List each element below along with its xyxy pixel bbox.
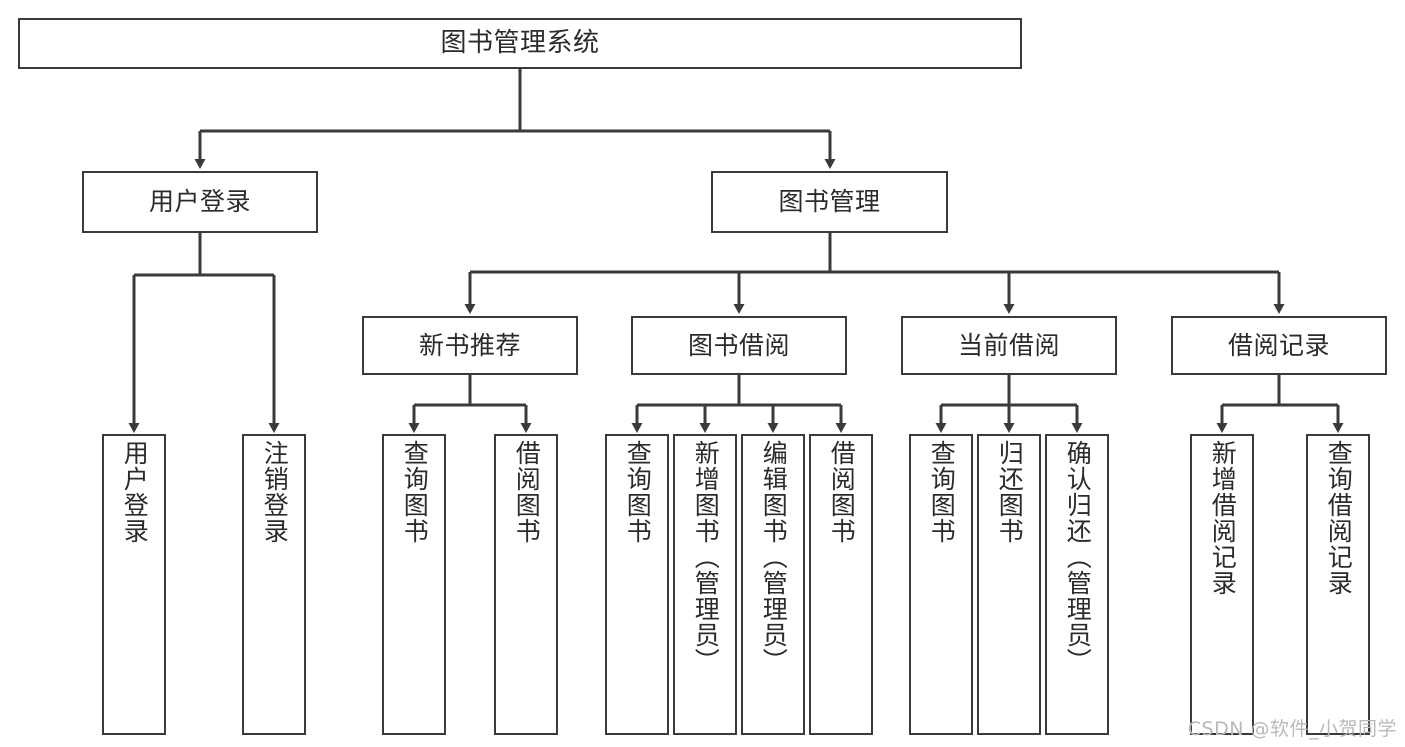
leaf-book-borrow-borrow[interactable]: 借阅图书: [809, 434, 873, 735]
leaf-user-login-logout[interactable]: 注销登录: [242, 434, 306, 735]
node-label: 查询借阅记录: [1324, 440, 1354, 596]
node-borrow-record[interactable]: 借阅记录: [1171, 316, 1387, 375]
leaf-book-borrow-add[interactable]: 新增图书（管理员）: [673, 434, 737, 735]
leaf-borrow-record-add[interactable]: 新增借阅记录: [1190, 434, 1254, 735]
node-root-system[interactable]: 图书管理系统: [18, 18, 1022, 69]
node-current-borrow[interactable]: 当前借阅: [901, 316, 1117, 375]
node-label: 确认归还（管理员）: [1063, 440, 1093, 674]
node-label: 新书推荐: [418, 330, 521, 360]
node-label: 查询图书: [400, 440, 430, 544]
leaf-user-login-login[interactable]: 用户登录: [102, 434, 166, 735]
leaf-borrow-record-query[interactable]: 查询借阅记录: [1306, 434, 1370, 735]
leaf-book-borrow-edit[interactable]: 编辑图书（管理员）: [741, 434, 805, 735]
leaf-new-book-query[interactable]: 查询图书: [382, 434, 446, 735]
node-label: 注销登录: [260, 440, 290, 544]
leaf-current-borrow-return[interactable]: 归还图书: [977, 434, 1041, 735]
leaf-current-borrow-confirm[interactable]: 确认归还（管理员）: [1045, 434, 1109, 735]
node-label: 借阅图书: [827, 440, 857, 544]
node-label: 新增借阅记录: [1208, 440, 1238, 596]
node-label: 借阅记录: [1227, 330, 1330, 360]
node-label: 图书借阅: [687, 330, 790, 360]
node-user-login[interactable]: 用户登录: [82, 171, 318, 233]
node-new-book-recommend[interactable]: 新书推荐: [362, 316, 578, 375]
node-label: 用户登录: [120, 440, 150, 544]
node-label: 查询图书: [623, 440, 653, 544]
node-book-management[interactable]: 图书管理: [711, 171, 948, 233]
node-label: 归还图书: [995, 440, 1025, 544]
node-book-borrow[interactable]: 图书借阅: [631, 316, 847, 375]
node-label: 图书管理: [778, 187, 881, 217]
node-label: 编辑图书（管理员）: [759, 440, 789, 674]
node-label: 图书管理系统: [440, 28, 600, 59]
node-label: 当前借阅: [957, 330, 1060, 360]
node-label: 用户登录: [148, 187, 251, 217]
node-label: 借阅图书: [512, 440, 542, 544]
watermark-text: CSDN @软件_小贺同学: [1187, 718, 1397, 740]
leaf-book-borrow-query[interactable]: 查询图书: [605, 434, 669, 735]
node-label: 新增图书（管理员）: [691, 440, 721, 674]
node-label: 查询图书: [927, 440, 957, 544]
leaf-new-book-borrow[interactable]: 借阅图书: [494, 434, 558, 735]
leaf-current-borrow-query[interactable]: 查询图书: [909, 434, 973, 735]
